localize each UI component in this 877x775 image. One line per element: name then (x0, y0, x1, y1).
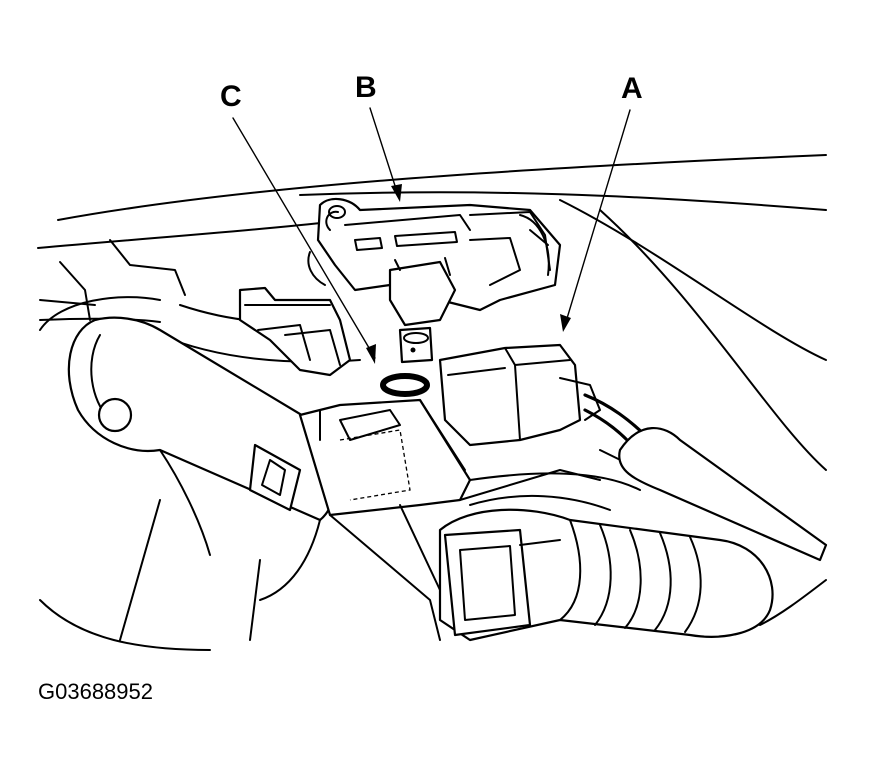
connector-a (438, 343, 828, 562)
callout-label-b: B (355, 71, 377, 104)
figure-id: G03688952 (38, 679, 153, 704)
callout-label-a: A (621, 72, 643, 105)
leader-line-b (369, 107, 399, 196)
mounting-bracket (238, 286, 352, 377)
callout-label-c: C (220, 80, 242, 113)
air-duct (438, 494, 774, 642)
arrowhead-b (391, 184, 402, 202)
intake-pipe (67, 316, 338, 601)
leader-line-a (564, 109, 631, 326)
arrowhead-c (366, 344, 376, 364)
throttle-housing (298, 398, 641, 641)
map-sensor-b (307, 197, 562, 364)
arrowhead-a (560, 314, 571, 332)
leader-line-c (232, 117, 376, 359)
callout-leaders (232, 107, 631, 364)
o-ring-c (380, 373, 430, 397)
